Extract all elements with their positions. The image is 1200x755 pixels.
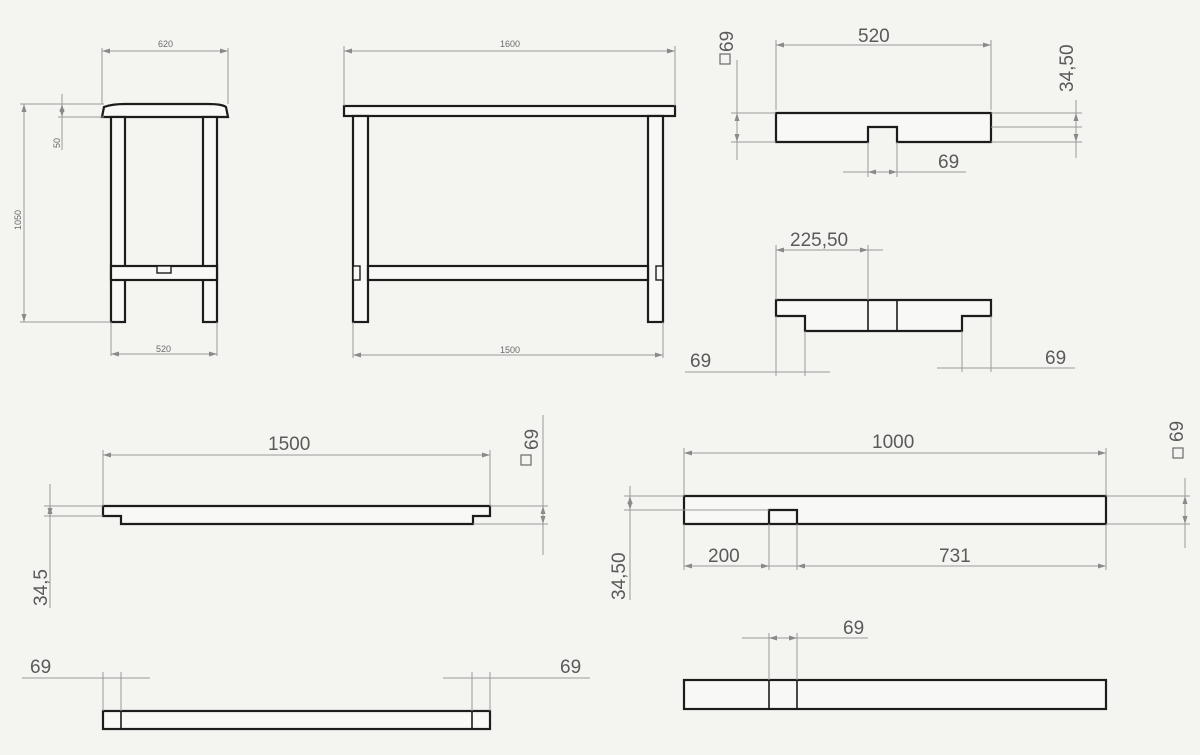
dimension-arrowhead xyxy=(102,48,110,54)
side-view-top-width-label: 620 xyxy=(158,39,173,49)
dimension-arrowhead xyxy=(1073,134,1079,142)
stretcher-depth-label: 34,50 xyxy=(609,552,630,600)
dimension-arrows xyxy=(21,42,1188,641)
dimension-arrowhead xyxy=(889,169,897,175)
square-symbol xyxy=(520,454,532,466)
front-view-left-joint xyxy=(352,265,361,281)
front-view-stretcher xyxy=(366,264,650,282)
stretcher: 1000 69 34,50 200 731 xyxy=(609,421,1190,600)
dimension-arrowhead xyxy=(482,452,490,458)
dimension-arrowhead xyxy=(761,563,769,569)
crossbar-middle-left-step-label: 69 xyxy=(690,351,711,372)
crossbar-top-square-label: 69 xyxy=(717,31,738,52)
dimension-arrowhead xyxy=(353,352,361,358)
stretcher-left-offset-label: 200 xyxy=(708,546,740,567)
dimension-arrowhead xyxy=(769,635,777,641)
dimension-arrowhead xyxy=(540,506,546,514)
stretcher-bottom-body xyxy=(682,678,1108,711)
dimension-arrowhead xyxy=(59,109,65,117)
long-rail-bottom: 69 69 xyxy=(22,657,590,731)
crossbar-top-notch-label: 69 xyxy=(938,152,959,173)
square-symbol xyxy=(1172,447,1184,459)
dimension-arrowhead xyxy=(797,563,805,569)
crossbar-middle-offset-label: 225,50 xyxy=(790,230,848,251)
stretcher-length-label: 1000 xyxy=(872,432,914,453)
dimension-arrowhead xyxy=(667,48,675,54)
dimension-arrowhead xyxy=(627,502,633,510)
long-rail-body xyxy=(101,504,492,526)
side-view-left-leg xyxy=(109,115,127,324)
square-symbol xyxy=(719,53,731,65)
dimension-arrowhead xyxy=(655,352,663,358)
dimension-arrowhead xyxy=(209,351,217,357)
crossbar-middle-section-body xyxy=(774,298,993,333)
dimension-arrowhead xyxy=(540,516,546,524)
dimension-arrowhead xyxy=(344,48,352,54)
dimension-arrowhead xyxy=(684,450,692,456)
long-rail-length-label: 1500 xyxy=(268,434,310,455)
long-rail-square-label: 69 xyxy=(522,429,543,450)
stretcher-bottom: 69 xyxy=(682,618,1108,711)
dimension-arrowhead xyxy=(1098,563,1106,569)
dimension-arrowhead xyxy=(1182,516,1188,524)
stretcher-notch xyxy=(767,508,799,524)
dimension-arrowhead xyxy=(776,42,784,48)
long-rail-bottom-left-end-label: 69 xyxy=(30,657,51,678)
stretcher-right-length-label: 731 xyxy=(939,546,971,567)
dimension-arrowhead xyxy=(1182,496,1188,504)
crossbar-top-length-label: 520 xyxy=(858,26,890,47)
long-rail-bottom-right-end-label: 69 xyxy=(560,657,581,678)
front-view-right-joint xyxy=(655,265,664,281)
dimension-arrowhead xyxy=(789,635,797,641)
crossbar-top-section: 520 69 34,50 69 xyxy=(717,26,1082,177)
long-rail-bottom-body xyxy=(101,709,492,731)
dimension-arrowhead xyxy=(860,247,868,253)
dimension-arrowhead xyxy=(734,113,740,121)
dimension-arrowhead xyxy=(734,134,740,142)
side-view-height-label: 1050 xyxy=(13,210,23,230)
crossbar-middle-section: 225,50 69 69 xyxy=(685,230,1075,376)
dimension-arrowhead xyxy=(111,351,119,357)
dimension-arrowhead xyxy=(1073,113,1079,121)
side-view: 620 520 1050 50 xyxy=(13,39,230,356)
side-view-thickness-label: 50 xyxy=(52,138,62,148)
front-view: 1600 1500 xyxy=(342,39,677,358)
front-view-bottom-length-label: 1500 xyxy=(500,345,520,355)
stretcher-bottom-notch-label: 69 xyxy=(843,618,864,639)
crossbar-top-depth-label: 34,50 xyxy=(1057,44,1078,92)
dimension-arrowhead xyxy=(684,563,692,569)
dimension-arrowhead xyxy=(983,42,991,48)
long-rail: 1500 69 34,5 xyxy=(31,415,548,608)
dimension-arrowhead xyxy=(220,48,228,54)
crossbar-top-section-body xyxy=(774,111,993,144)
front-view-left-leg xyxy=(351,114,370,324)
dimension-arrowhead xyxy=(47,508,53,516)
dimension-arrowhead xyxy=(1098,450,1106,456)
front-view-tabletop xyxy=(342,104,677,118)
side-view-stretcher-notch xyxy=(156,265,172,274)
stretcher-square-label: 69 xyxy=(1167,421,1188,442)
dimension-arrowhead xyxy=(776,247,784,253)
dimension-arrowhead xyxy=(868,169,876,175)
dimension-arrowhead xyxy=(21,314,27,322)
dimension-arrowhead xyxy=(103,452,111,458)
side-view-bottom-width-label: 520 xyxy=(156,344,171,354)
dimension-arrowhead xyxy=(21,104,27,112)
front-view-top-length-label: 1600 xyxy=(500,39,520,49)
side-view-tabletop xyxy=(100,102,230,119)
crossbar-middle-right-step-label: 69 xyxy=(1045,348,1066,369)
side-view-right-leg xyxy=(201,115,219,324)
front-view-right-leg xyxy=(646,114,665,324)
long-rail-depth-label: 34,5 xyxy=(31,569,52,606)
